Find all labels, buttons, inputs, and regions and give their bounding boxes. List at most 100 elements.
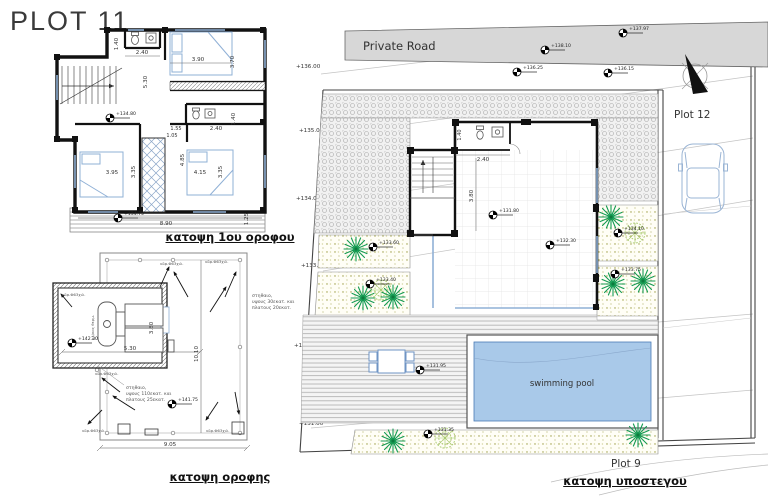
spot-label: +133.75	[621, 267, 641, 273]
spot-label: +136.15	[614, 66, 634, 72]
dim-240: 2.40	[477, 157, 490, 163]
tree-icon	[350, 285, 376, 311]
first-floor-caption: κατοψη 1ου οροφου	[165, 230, 295, 244]
spot-label: +131.95	[426, 363, 446, 369]
car-icon	[678, 143, 728, 214]
dim-335a: 3.35	[131, 165, 137, 178]
dim-485: 4.85	[180, 153, 186, 166]
drain-label: υδρ.Φ63χιλ.	[206, 428, 229, 433]
ensuite-fixtures	[192, 107, 216, 120]
drain-label: υδρ.Φ63χιλ.	[62, 292, 85, 297]
first-floor-plan: 1.40 2.40 3.90 3.70 5.30 1.55 1.05 2.40 …	[54, 27, 267, 233]
closet-hatch	[169, 81, 266, 91]
drain-boxes	[117, 421, 245, 436]
plot9-label: Plot 9	[611, 458, 641, 470]
pool-label: swimming pool	[530, 379, 594, 389]
drain-label: υδρ.Φ63χιλ.	[82, 428, 105, 433]
north-arrow-icon	[681, 54, 709, 94]
tree-icon	[343, 236, 369, 262]
dimension-lines	[58, 260, 251, 452]
spot-label: +138.10	[551, 43, 571, 49]
spot-label: +132.30	[556, 238, 576, 244]
contour-label: +134.00	[296, 196, 321, 202]
plot12-label: Plot 12	[674, 109, 711, 121]
wardrobe-hatch	[141, 137, 166, 213]
columns	[407, 119, 599, 310]
note-line: υψους 30εκατ. και	[252, 299, 295, 305]
drain-label: υδρ.Φ63χιλ.	[205, 259, 228, 264]
bathroom-fixtures	[131, 31, 157, 45]
dim-105: 1.05	[166, 133, 177, 139]
tree-icon	[598, 204, 624, 230]
table-and-chairs-icon	[368, 349, 415, 374]
note-line: στηθαιο,	[126, 385, 147, 391]
contour-label: +135.00	[299, 128, 324, 134]
contour-label: +133.00	[301, 263, 326, 269]
stair	[412, 156, 453, 193]
dim-140: 1.40	[457, 129, 463, 140]
parapet-high-note: στηθαιο, υψους 110εκατ. και πλατους 25εκ…	[126, 385, 172, 403]
roof-plan: ηλ/κος θερμ. υδρ.Φ63χιλ. υδρ.Φ63χιλ. υδρ…	[52, 252, 295, 452]
spot-upper-label: +142.30	[78, 336, 98, 342]
tree-icon	[380, 284, 406, 310]
spot-label: +133.60	[379, 240, 399, 246]
slope-arrows	[60, 266, 241, 425]
dim-890: 8.90	[160, 221, 173, 227]
heater-label: ηλ/κος θερμ.	[90, 315, 95, 340]
note-line: στηθαιο,	[252, 293, 273, 299]
site-plan: +136.00 +135.00 +134.00 +133.00 +132.00 …	[294, 21, 768, 496]
dimension-lines	[78, 55, 262, 219]
dim-240b: 2.40	[210, 126, 223, 132]
drain-label: υδρ.Φ63χιλ.	[160, 261, 183, 266]
bed-icons	[79, 31, 234, 198]
spot-label: +133.40	[376, 277, 396, 283]
spot-label: +131.35	[434, 427, 454, 433]
roof-caption: κατοψη οροφης	[169, 470, 271, 484]
paved-area	[313, 93, 659, 234]
dim-125: 1.25	[244, 212, 250, 225]
spot-label: +131.80	[499, 208, 519, 214]
dim-380: 3.80	[469, 189, 475, 202]
window-segments	[56, 29, 266, 213]
tree-icon	[380, 428, 406, 454]
tree-icon	[625, 422, 651, 448]
dim-905: 9.05	[164, 442, 177, 448]
plot12-contours	[662, 205, 752, 329]
private-road	[344, 21, 768, 68]
note-line: πλατους 20εκατ.	[252, 305, 291, 311]
parapet-low-note: στηθαιο, υψους 30εκατ. και πλατους 20εκα…	[252, 293, 295, 311]
house-footprint: 2.40 1.40 3.80	[407, 119, 599, 310]
site-caption: κατοψη υποστεγου	[563, 474, 687, 488]
note-line: υψους 110εκατ. και	[126, 391, 172, 397]
bottom-contour-curves	[550, 453, 768, 496]
dim-415: 4.15	[194, 170, 207, 176]
dim-380: 3.80	[149, 321, 155, 334]
contour-label: +136.00	[296, 64, 321, 70]
note-line: πλατους 25εκατ.	[126, 397, 165, 403]
spot-lower-label: +141.75	[178, 397, 198, 403]
dim-155: 1.55	[170, 126, 181, 132]
bathroom-fixtures	[476, 125, 504, 140]
dim-370: 3.70	[230, 55, 236, 68]
swimming-pool: swimming pool	[466, 334, 659, 429]
dim-335b: 3.35	[218, 165, 224, 178]
dim-530: 5.30	[124, 346, 137, 352]
spot-label: +137.97	[629, 26, 649, 32]
road-label: Private Road	[363, 39, 436, 53]
spot-main-label: +134.80	[116, 111, 136, 117]
dim-530: 5.30	[143, 75, 149, 88]
dim-395: 3.95	[106, 170, 119, 176]
stair	[59, 66, 123, 105]
columns	[54, 27, 266, 213]
contour-label: +131.00	[299, 421, 324, 427]
drain-label: υδρ.Φ63χιλ.	[95, 371, 118, 376]
dim-1010: 10.10	[194, 346, 200, 362]
dim-390: 3.90	[192, 57, 205, 63]
solar-heater-icon	[97, 301, 175, 353]
spot-label: +136.25	[523, 65, 543, 71]
spot-elevations: +138.10 +137.97 +136.25 +136.15 +133.60 …	[365, 26, 649, 439]
spot-terrace-label: +134.75	[124, 211, 144, 217]
dim-240: 2.40	[136, 50, 149, 56]
spot-label: +134.10	[624, 226, 644, 232]
